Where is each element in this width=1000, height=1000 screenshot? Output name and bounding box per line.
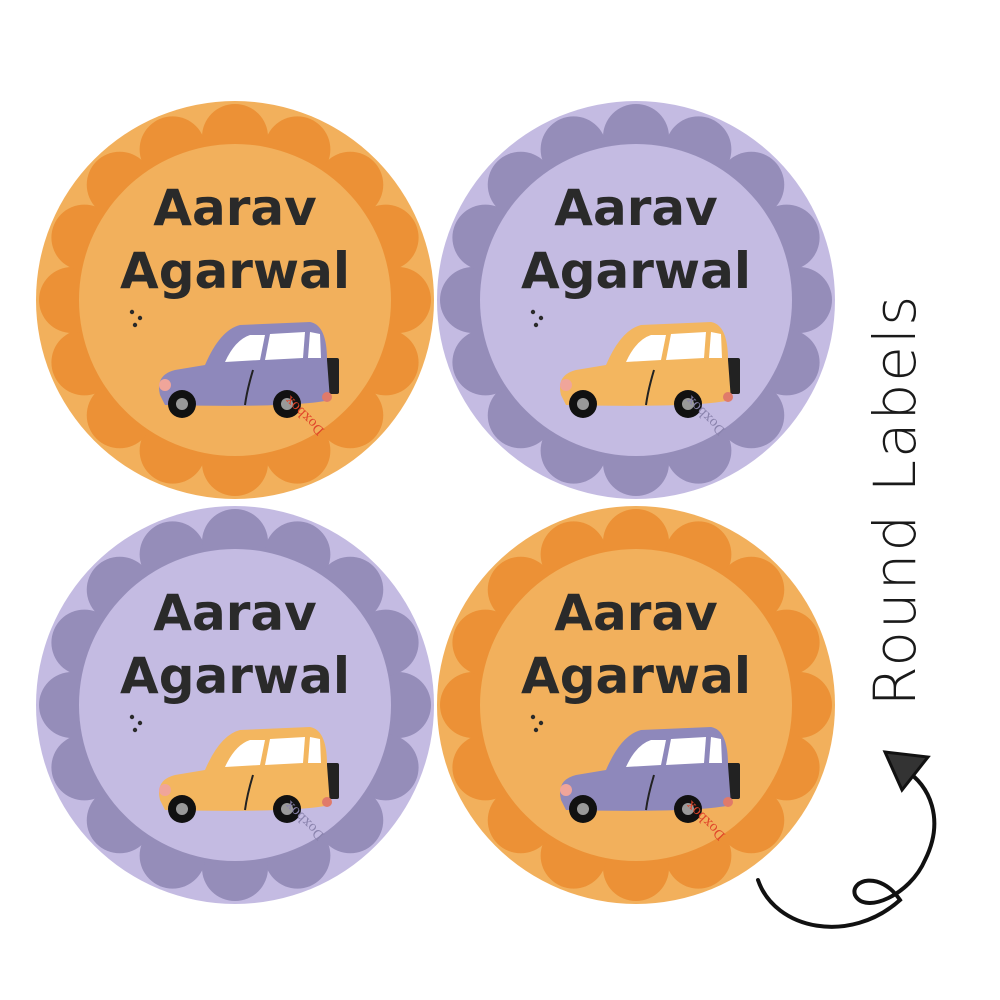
last-name: Agarwal [120,242,350,300]
first-name: Aarav [554,179,717,237]
first-name: Aarav [153,584,316,642]
car-icon [560,322,740,418]
car-icon [560,727,740,823]
first-name: Aarav [554,584,717,642]
last-name: Agarwal [120,647,350,705]
car-icon [159,727,339,823]
last-name: Agarwal [521,647,751,705]
car-icon [159,322,339,418]
last-name: Agarwal [521,242,751,300]
first-name: Aarav [153,179,316,237]
